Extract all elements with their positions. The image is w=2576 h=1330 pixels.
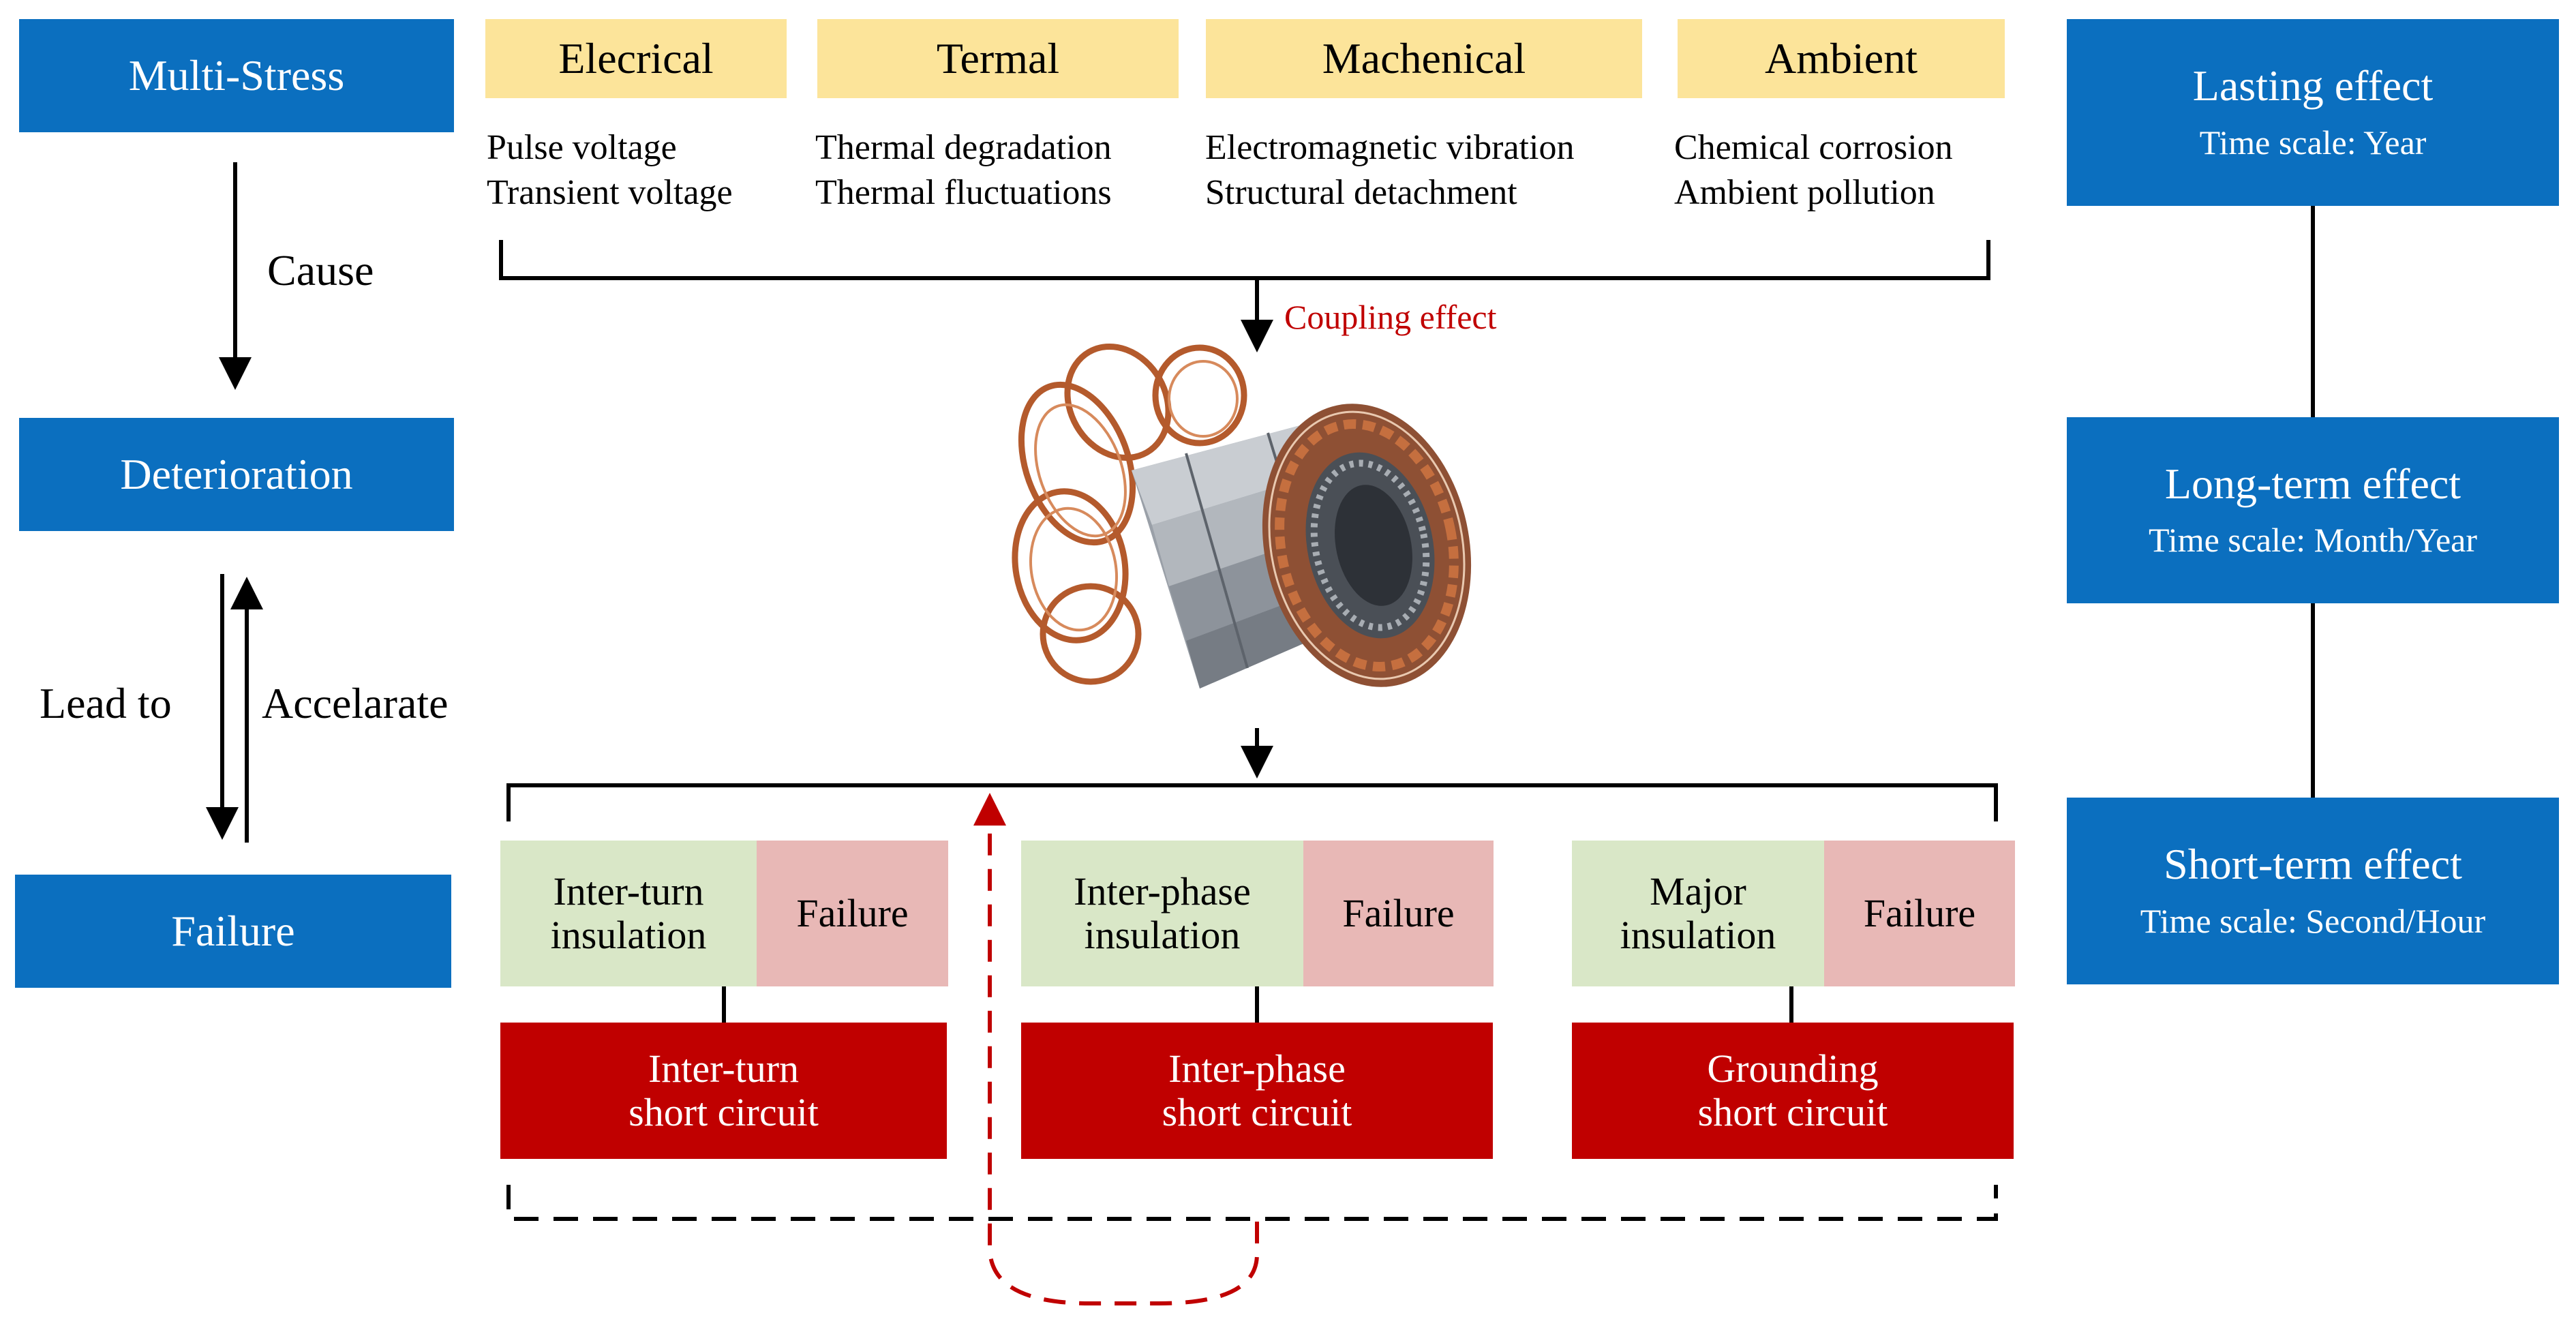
stress-header-thermal: Termal (817, 19, 1179, 98)
stress-label-ambient: Ambient (1765, 34, 1918, 83)
deterioration-box: Deterioration (19, 418, 454, 531)
stress-item: Electromagnetic vibration (1205, 128, 1575, 167)
coupling-effect-label: Coupling effect (1284, 298, 1497, 336)
short-circuit-line1: Inter-phase (1168, 1046, 1346, 1091)
stress-collector-bracket (499, 240, 1990, 280)
stress-item: Pulse voltage (487, 128, 677, 167)
stress-items-ambient: Chemical corrosion Ambient pollution (1674, 125, 1953, 215)
insulation-box-major: Major insulation (1572, 841, 1824, 986)
failure-label: Failure (171, 907, 295, 956)
distribution-bracket (506, 783, 1998, 821)
insulation-name-line2: insulation (1620, 913, 1776, 957)
multi-stress-label: Multi-Stress (128, 51, 345, 100)
stress-label-electrical: Elecrical (558, 34, 714, 83)
short-circuit-box-grounding: Grounding short circuit (1572, 1023, 2014, 1159)
stress-items-thermal: Thermal degradation Thermal fluctuations (815, 125, 1112, 215)
stress-item: Thermal degradation (815, 128, 1112, 167)
failure-status-label: Failure (1342, 891, 1455, 936)
stress-item: Thermal fluctuations (815, 173, 1112, 212)
multi-stress-box: Multi-Stress (19, 19, 454, 132)
time-effect-box-lasting: Lasting effect Time scale: Year (2067, 19, 2559, 206)
short-circuit-box-inter-phase: Inter-phase short circuit (1021, 1023, 1493, 1159)
short-circuit-line2: short circuit (1162, 1090, 1352, 1134)
insulation-box-inter-turn: Inter-turn insulation (500, 841, 757, 986)
time-effect-title: Short-term effect (2164, 840, 2462, 889)
time-effect-box-long-term: Long-term effect Time scale: Month/Year (2067, 417, 2559, 603)
insulation-box-inter-phase: Inter-phase insulation (1021, 841, 1303, 986)
failure-status-box-2: Failure (1303, 841, 1494, 986)
short-circuit-line1: Inter-turn (648, 1046, 800, 1091)
failure-status-label: Failure (796, 891, 909, 936)
stress-item: Ambient pollution (1674, 173, 1935, 212)
accelarate-label: Accelarate (262, 679, 449, 727)
feedback-loop-arrow (973, 793, 1259, 1305)
stress-header-electrical: Elecrical (485, 19, 787, 98)
insulation-name-line2: insulation (550, 913, 707, 957)
stress-items-electrical: Pulse voltage Transient voltage (487, 125, 733, 215)
short-circuit-line2: short circuit (1697, 1090, 1888, 1134)
cause-label: Cause (267, 246, 374, 294)
stress-label-mechanical: Machenical (1322, 34, 1526, 83)
stator-illustration (1012, 343, 1472, 689)
time-effect-scale: Time scale: Second/Hour (2140, 901, 2486, 940)
short-circuit-line1: Grounding (1707, 1046, 1879, 1091)
failure-status-box-1: Failure (757, 841, 948, 986)
time-effect-title: Lasting effect (2192, 61, 2434, 110)
dashed-bottom-bracket (506, 1185, 1998, 1221)
short-circuit-box-inter-turn: Inter-turn short circuit (500, 1023, 947, 1159)
deterioration-label: Deterioration (120, 450, 353, 499)
stress-items-mechanical: Electromagnetic vibration Structural det… (1205, 125, 1574, 215)
short-circuit-line2: short circuit (628, 1090, 819, 1134)
stress-header-mechanical: Machenical (1206, 19, 1642, 98)
stress-item: Chemical corrosion (1674, 128, 1953, 167)
failure-status-box-3: Failure (1824, 841, 2015, 986)
insulation-name-line2: insulation (1084, 913, 1241, 957)
stress-item: Structural detachment (1205, 173, 1517, 212)
stress-label-thermal: Termal (936, 34, 1060, 83)
stress-header-ambient: Ambient (1678, 19, 2005, 98)
time-effect-box-short-term: Short-term effect Time scale: Second/Hou… (2067, 798, 2559, 984)
insulation-name-line1: Major (1650, 869, 1746, 914)
failure-box: Failure (15, 875, 451, 988)
time-effect-title: Long-term effect (2164, 459, 2461, 508)
insulation-name-line1: Inter-turn (553, 869, 704, 914)
lead-to-label: Lead to (40, 679, 172, 727)
time-effect-scale: Time scale: Year (2199, 123, 2427, 162)
failure-status-label: Failure (1863, 891, 1976, 936)
insulation-name-line1: Inter-phase (1074, 869, 1251, 914)
time-effect-scale: Time scale: Month/Year (2149, 521, 2477, 560)
stress-item: Transient voltage (487, 173, 733, 212)
